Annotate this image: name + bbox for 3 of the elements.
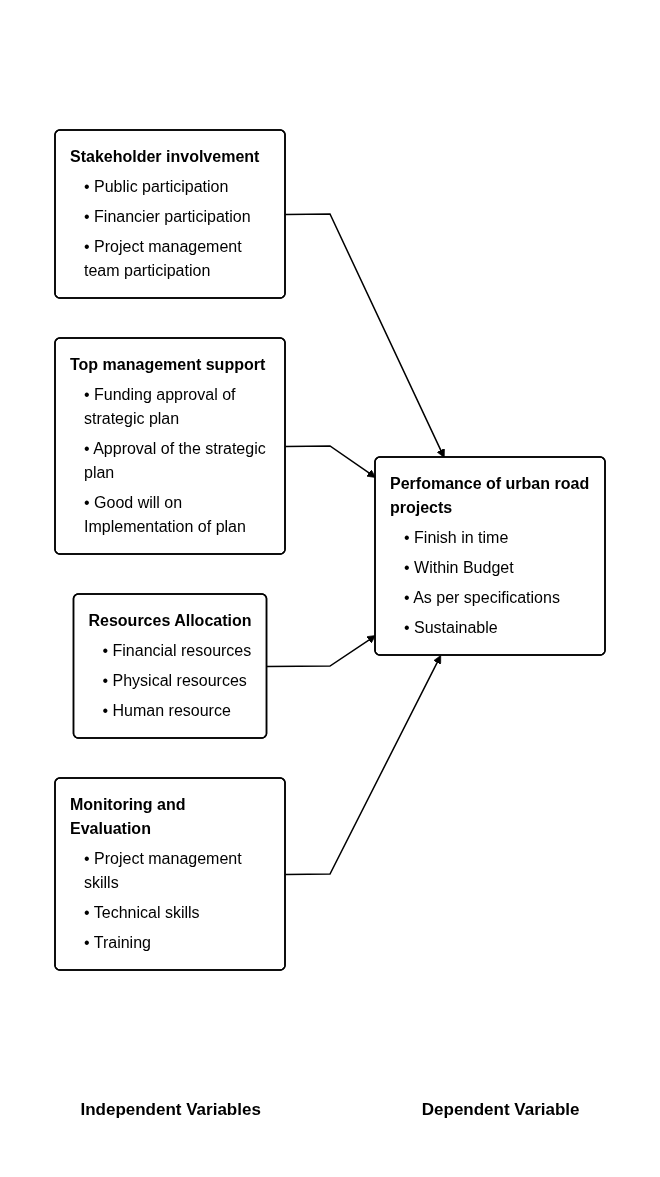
variable-caption: Independent Variables [80,1100,261,1120]
arrow [266,635,376,668]
variable-caption: Dependent Variable [421,1100,580,1120]
